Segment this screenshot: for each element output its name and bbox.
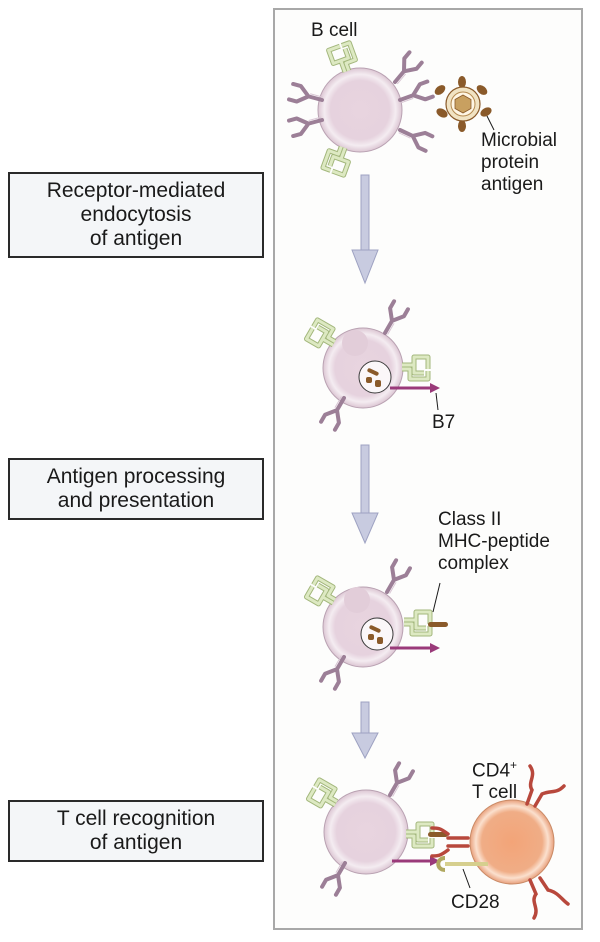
step-text-line: of antigen <box>89 227 183 250</box>
label-cd4-t-cell: CD4+ T cell <box>472 754 517 804</box>
label-line: Microbial <box>481 130 558 151</box>
label-cd4: CD4 <box>472 760 511 782</box>
flow-arrow-3 <box>351 701 379 760</box>
label-line: complex <box>438 553 509 574</box>
label-b7: B7 <box>432 412 456 433</box>
step-text-line: Antigen processing <box>46 465 226 488</box>
label-microbial-protein-antigen: Microbial protein antigen <box>481 130 557 196</box>
step-text-line: and presentation <box>57 489 215 512</box>
label-cd4-superscript: + <box>510 758 518 772</box>
b-cell-stage-3 <box>306 558 448 691</box>
flow-arrow-1 <box>351 174 379 285</box>
label-mhc-peptide-complex: Class II MHC-peptide complex <box>438 509 550 575</box>
flow-arrow-2 <box>351 444 379 545</box>
t-cell <box>430 764 570 920</box>
step-box-processing: Antigen processing and presentation <box>8 458 264 520</box>
step-text-line: of antigen <box>89 831 183 854</box>
step-box-recognition: T cell recognition of antigen <box>8 800 264 862</box>
label-line: Class II <box>438 509 502 530</box>
step-text-line: Receptor-mediated <box>46 179 226 202</box>
label-line: antigen <box>481 174 544 195</box>
label-line: T cell <box>472 782 518 804</box>
label-b-cell: B cell <box>311 20 358 41</box>
step-text-line: T cell recognition <box>56 807 216 830</box>
step-box-endocytosis: Receptor-mediated endocytosis of antigen <box>8 172 264 258</box>
b-cell-stage-1 <box>287 43 435 175</box>
b-cell-stage-4 <box>308 761 448 897</box>
step-text-line: endocytosis <box>80 203 192 226</box>
microbial-antigen <box>434 76 495 132</box>
label-line: MHC-peptide <box>438 531 550 552</box>
label-line: CD4+ <box>472 754 517 782</box>
label-cd28: CD28 <box>451 892 500 913</box>
b-cell-stage-2 <box>306 299 440 432</box>
label-line: protein <box>481 152 540 173</box>
